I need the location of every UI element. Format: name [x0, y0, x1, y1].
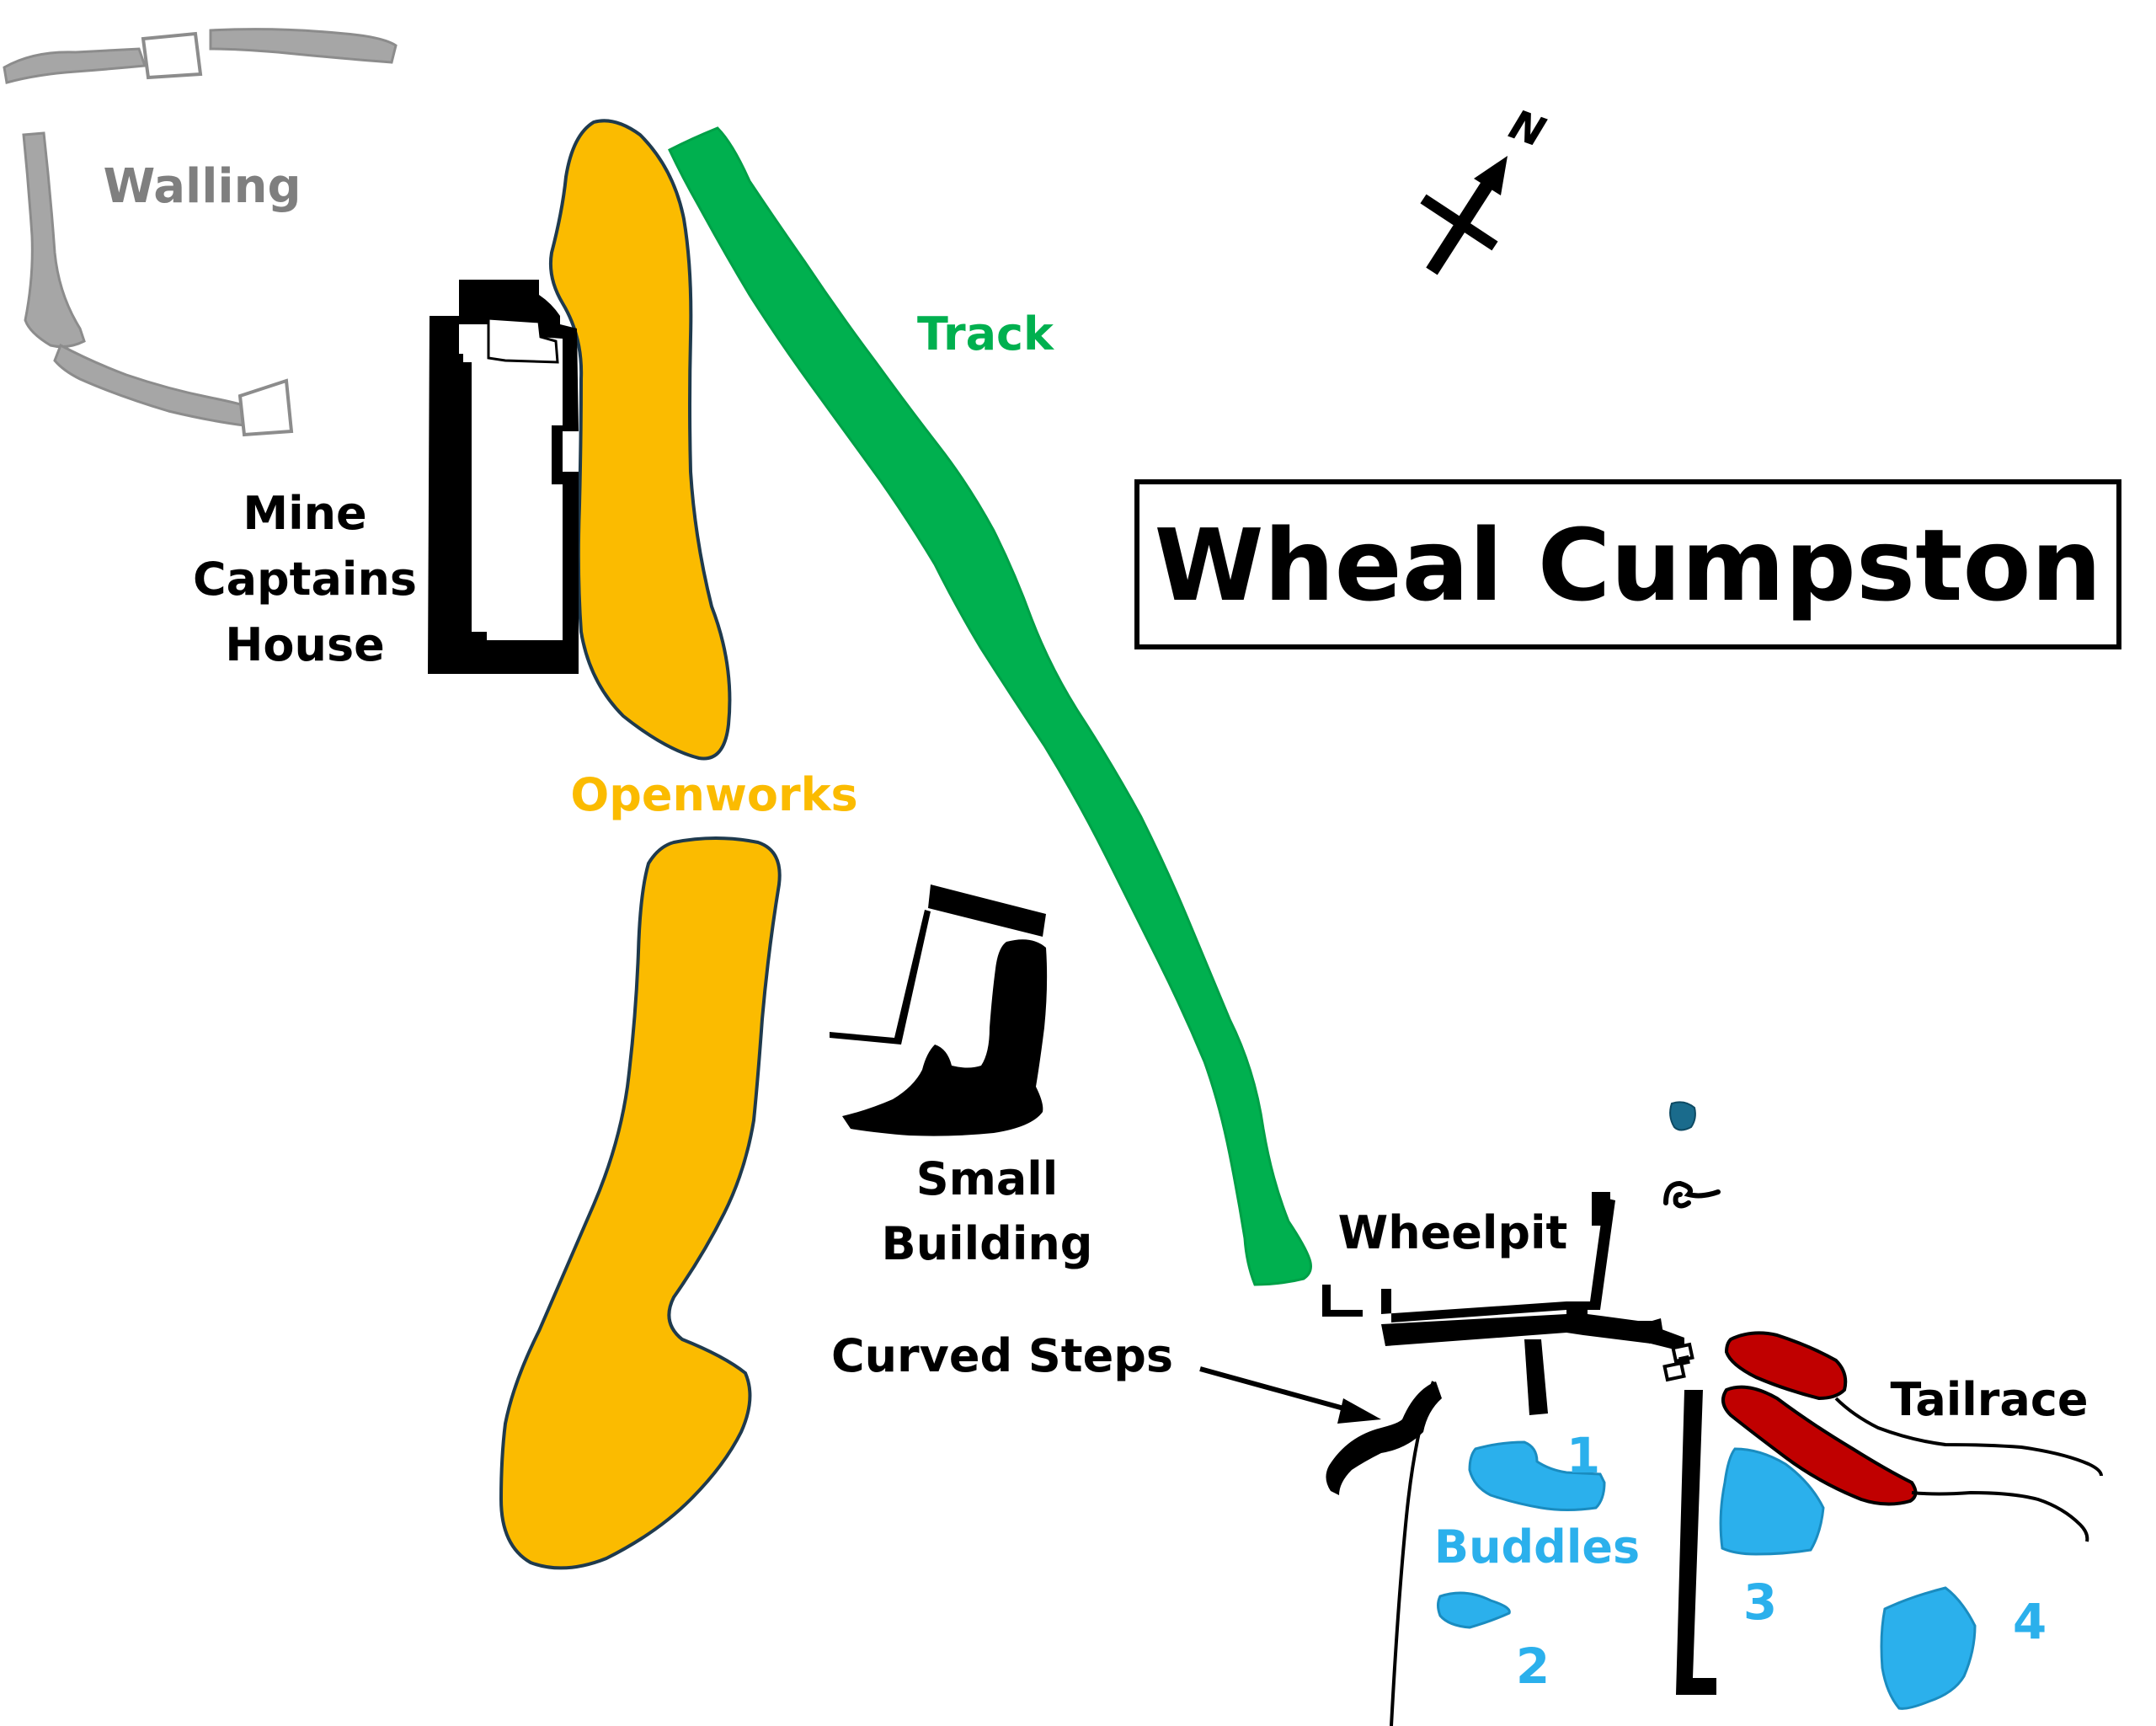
curved-steps-label: Curved Steps [831, 1329, 1173, 1382]
small-building-label-line-2: Building [882, 1217, 1093, 1270]
tailrace-channel-upper-line [1834, 1397, 2103, 1477]
small-building-top-wall [928, 884, 1046, 937]
map-title: Wheal Cumpston [1154, 507, 2101, 623]
buddle-1-number: 1 [1566, 1427, 1600, 1484]
tailrace-label: Tailrace [1890, 1373, 2088, 1426]
walling-label: Walling [103, 159, 301, 214]
enclosure-west-line [1390, 1381, 1435, 1726]
mine-captains-house-label-line-3: House [225, 618, 385, 671]
wheelpit-small-bracket [1322, 1285, 1363, 1317]
small-building-thin-wall [830, 910, 931, 1045]
buddle-4-number: 4 [2013, 1593, 2047, 1650]
walling [3, 28, 398, 437]
north-arrow-head [1474, 156, 1508, 195]
wheelpit-squiggle [1663, 1180, 1721, 1209]
mine-captains-house-walls [428, 280, 579, 674]
tailrace-upper-red [1724, 1331, 1848, 1401]
walling-gap-box-bottom [237, 378, 294, 437]
wheelpit-main-wall [1381, 1301, 1684, 1352]
wheelpit-top-post [1592, 1192, 1610, 1226]
small-building [830, 884, 1048, 1136]
title-frame [1134, 479, 2121, 649]
buddle-3-number: 3 [1743, 1574, 1777, 1631]
walling-top-right-segment [209, 28, 398, 64]
track [668, 126, 1312, 1286]
arrow-shaft [1199, 1366, 1357, 1414]
mine-captains-house-label-line-2: Captains [193, 553, 417, 606]
mine-captains-house [428, 280, 579, 674]
mine-captains-house-inner-room [487, 317, 559, 364]
openworks-north [548, 119, 732, 761]
arrow-head [1337, 1398, 1381, 1424]
enclosure-east-wall [1676, 1390, 1716, 1695]
buddle-3 [1719, 1447, 1825, 1556]
wheelpit-label: Wheelpit [1338, 1206, 1568, 1259]
tailrace [1721, 1331, 2103, 1542]
wheelpit-structures [1322, 1101, 1721, 1415]
wheelpit-upper-wall [1566, 1301, 1588, 1314]
mine-captains-house-label-line-1: Mine [243, 487, 366, 540]
walling-left-segment [22, 131, 86, 349]
walling-top-left-segment [3, 47, 147, 84]
buddle-2-number: 2 [1516, 1638, 1550, 1695]
openworks-south [499, 836, 782, 1570]
buddles-label: Buddles [1434, 1520, 1640, 1574]
small-building-label-line-1: Small [916, 1152, 1059, 1205]
openworks-label: Openworks [570, 768, 857, 821]
title-box: Wheal Cumpston [1134, 479, 2121, 649]
north-arrow-crossbar [1420, 194, 1498, 251]
track-label: Track [917, 307, 1054, 361]
buddle-4 [1880, 1586, 1977, 1710]
buddle-2 [1437, 1591, 1511, 1629]
tailrace-channel-lower-line [1911, 1490, 2089, 1542]
north-arrow-icon: N [1420, 101, 1551, 275]
curved-steps [1326, 1381, 1442, 1495]
wheelpit-box-2 [1662, 1360, 1686, 1382]
buddles [1437, 1440, 1977, 1710]
arrow-icon [1199, 1366, 1381, 1424]
openworks [499, 119, 782, 1570]
wheelpit-box-3 [1678, 1355, 1690, 1366]
tailrace-lower-red [1721, 1385, 1918, 1506]
wheelpit-dark-pool [1669, 1101, 1696, 1131]
small-building-walls [842, 939, 1048, 1136]
wheelpit-vertical-wall-1 [1524, 1339, 1548, 1415]
walling-gap-box-top [141, 31, 203, 80]
wheelpit-post-right [1646, 1318, 1664, 1344]
buddle-1 [1468, 1440, 1606, 1511]
curved-steps-area [1326, 1381, 1716, 1726]
